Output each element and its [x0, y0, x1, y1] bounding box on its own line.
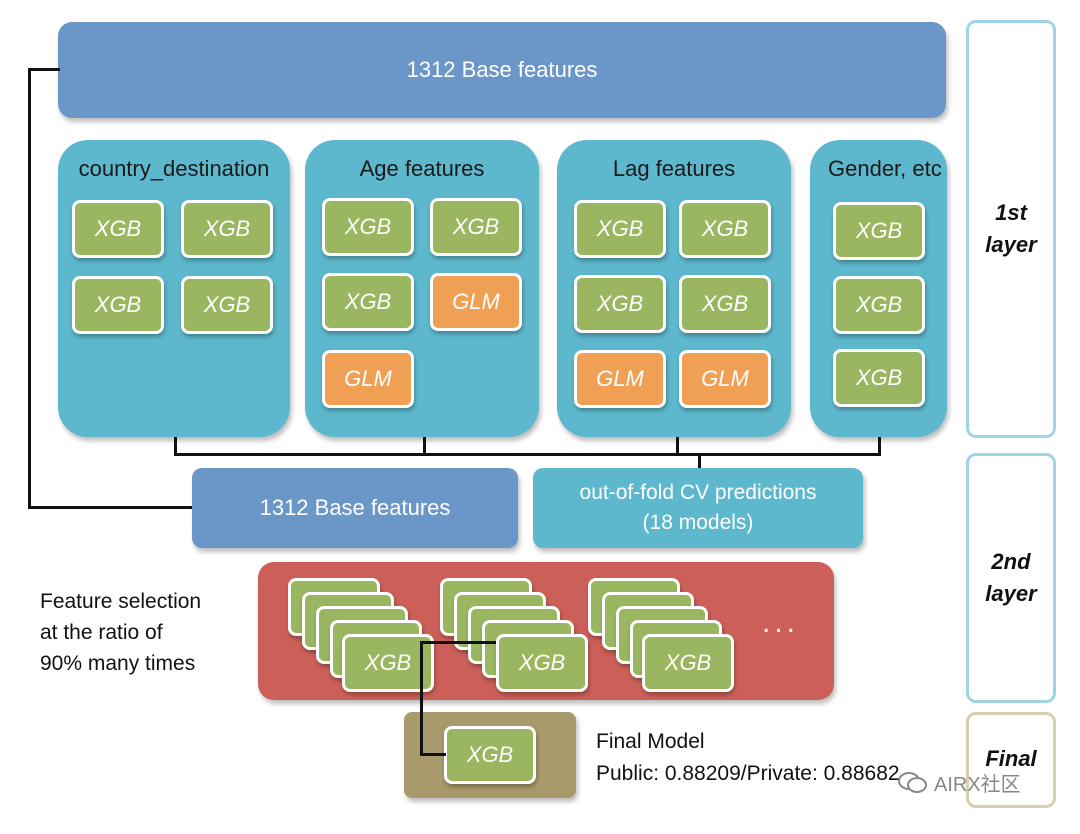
final-model-title: Final Model — [596, 730, 705, 753]
glm-model: GLM — [430, 273, 522, 331]
xgb-model: XGB — [72, 200, 164, 258]
glm-model: GLM — [679, 350, 771, 408]
xgb-model: XGB — [181, 200, 273, 258]
panel-country-destination: country_destination XGB XGB XGB XGB — [58, 140, 290, 437]
oof-predictions-line2: (18 models) — [642, 511, 754, 534]
connector-line — [28, 68, 31, 509]
connector-line — [423, 437, 426, 455]
connector-line — [174, 437, 177, 455]
second-layer-base-features-box: 1312 Base features — [192, 468, 518, 548]
panel-age-features: Age features XGB XGB XGB GLM GLM — [305, 140, 539, 437]
feature-selection-note-line1: Feature selection — [40, 590, 202, 613]
xgb-stack-card: XGB — [642, 634, 734, 692]
feature-selection-note-line2: at the ratio of — [40, 621, 163, 644]
connector-line — [420, 753, 446, 756]
panel-title: country_destination — [78, 156, 270, 181]
final-model-score: Public: 0.88209/Private: 0.88682 — [596, 762, 900, 785]
panel-title: Age features — [359, 156, 485, 181]
connector-line — [698, 453, 701, 469]
connector-line — [878, 437, 881, 455]
xgb-model: XGB — [679, 275, 771, 333]
layer-label-final: Final — [966, 712, 1056, 808]
feature-selection-note-line3: 90% many times — [40, 652, 196, 675]
connector-line — [28, 506, 194, 509]
panel-gender-etc: Gender, etc XGB XGB XGB — [810, 140, 947, 437]
xgb-model: XGB — [833, 276, 925, 334]
panel-lag-features: Lag features XGB XGB XGB XGB GLM GLM — [557, 140, 791, 437]
final-xgb-model: XGB — [444, 726, 536, 784]
feature-selection-stack-area: XGB XGB XGB ... — [258, 562, 834, 700]
xgb-model: XGB — [679, 200, 771, 258]
xgb-model: XGB — [322, 273, 414, 331]
oof-predictions-line1: out-of-fold CV predictions — [579, 481, 817, 504]
connector-line — [676, 437, 679, 455]
xgb-model: XGB — [574, 275, 666, 333]
layer-first-line1: 1st — [995, 200, 1027, 225]
glm-model: GLM — [322, 350, 414, 408]
xgb-model: XGB — [72, 276, 164, 334]
layer-second-line2: layer — [985, 581, 1037, 606]
glm-model: GLM — [574, 350, 666, 408]
xgb-model: XGB — [430, 198, 522, 256]
connector-line — [420, 641, 496, 644]
layer-first-line2: layer — [985, 232, 1037, 257]
layer-label-first: 1st layer — [966, 20, 1056, 438]
top-base-features-label: 1312 Base features — [406, 57, 598, 82]
second-layer-base-features-label: 1312 Base features — [259, 495, 451, 520]
connector-line — [420, 641, 423, 756]
panel-title: Lag features — [612, 156, 736, 181]
watermark-text: AIRX社区 — [934, 774, 1021, 796]
xgb-model: XGB — [833, 202, 925, 260]
layer-final-label: Final — [985, 746, 1037, 771]
xgb-model: XGB — [574, 200, 666, 258]
top-base-features-bar: 1312 Base features — [58, 22, 946, 118]
watermark: AIRX社区 — [898, 768, 1021, 797]
xgb-stack-card: XGB — [496, 634, 588, 692]
layer-second-line1: 2nd — [991, 549, 1031, 574]
xgb-model: XGB — [181, 276, 273, 334]
chat-icon — [898, 771, 927, 793]
layer-label-second: 2nd layer — [966, 453, 1056, 703]
xgb-model: XGB — [833, 349, 925, 407]
panel-title: Gender, etc — [828, 156, 942, 181]
connector-line — [174, 453, 881, 456]
xgb-stack-card: XGB — [342, 634, 434, 692]
xgb-model: XGB — [322, 198, 414, 256]
connector-line — [28, 68, 60, 71]
oof-predictions-box: out-of-fold CV predictions (18 models) — [533, 468, 863, 548]
ellipsis-more-models: ... — [762, 606, 800, 639]
